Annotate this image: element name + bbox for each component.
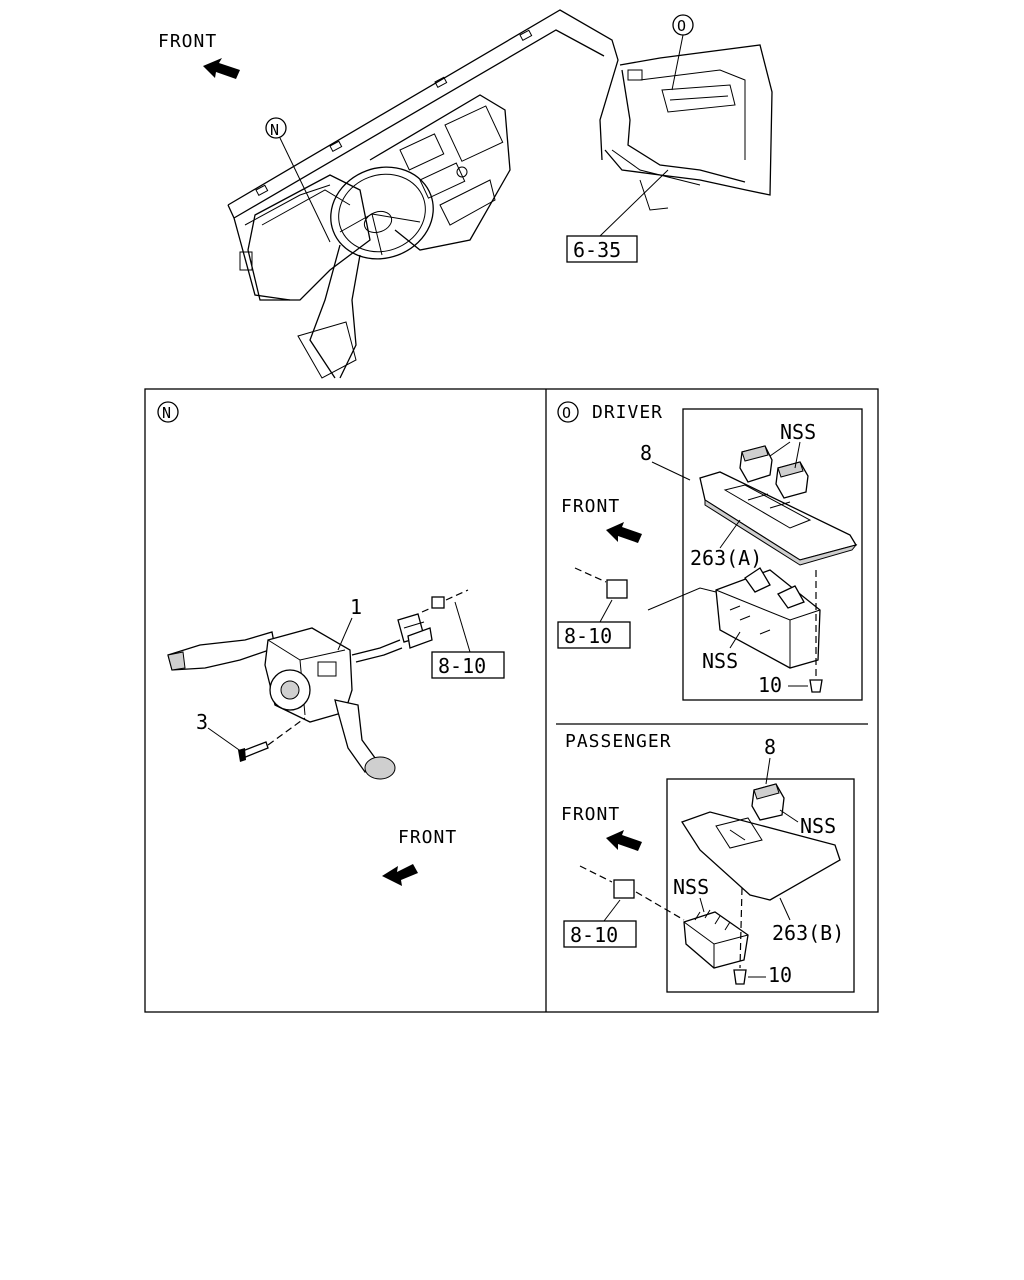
overview-front-label: FRONT — [158, 31, 217, 52]
detail-frame — [144, 388, 879, 1013]
passenger-switch-assembly — [683, 911, 749, 969]
panel-n-front-label: FRONT — [398, 827, 457, 848]
panel-driver-nss-top: NSS — [780, 420, 816, 444]
panel-passenger-part-10: 10 — [768, 963, 792, 987]
overview-ref-6-35: 6-35 — [573, 238, 621, 262]
panel-driver-part-263a: 263(A) — [690, 546, 762, 570]
panel-driver-callout: O — [562, 404, 571, 422]
panel-n-part-3: 3 — [196, 710, 208, 734]
panel-n-ref-8-10: 8-10 — [438, 654, 486, 678]
overview-front-arrow-icon — [203, 58, 240, 79]
panel-n-front-arrow-icon — [382, 864, 418, 886]
passenger-inset-box — [666, 778, 855, 993]
ref-box-8-10-n — [431, 651, 505, 679]
panel-passenger-title: PASSENGER — [565, 731, 672, 752]
panel-passenger-front-label: FRONT — [561, 804, 620, 825]
panel-driver-part-8: 8 — [640, 441, 652, 465]
panel-passenger: PASSENGER 8 NSS 263(B) NSS 10 8-10 FR — [561, 731, 855, 993]
panel-passenger-nss-right: NSS — [800, 814, 836, 838]
overview-callout-n: N — [270, 121, 279, 139]
panel-driver-title: DRIVER — [592, 402, 663, 423]
panel-n-part-1: 1 — [350, 595, 362, 619]
panel-passenger-part-8: 8 — [764, 735, 776, 759]
panel-driver-part-10: 10 — [758, 673, 782, 697]
ref-box-6-35 — [566, 235, 638, 263]
panel-passenger-nss-left: NSS — [673, 875, 709, 899]
panel-driver: O DRIVER NSS 8 263(A) NSS 10 — [557, 401, 863, 701]
overview-callout-o: O — [677, 17, 686, 35]
panel-passenger-front-arrow-icon — [606, 830, 642, 851]
panel-n-callout: N — [162, 404, 171, 422]
panel-driver-front-label: FRONT — [561, 496, 620, 517]
panel-driver-nss-bottom: NSS — [702, 649, 738, 673]
panel-driver-ref-8-10: 8-10 — [564, 624, 612, 648]
panel-driver-front-arrow-icon — [606, 522, 642, 543]
overview-illustration: FRONT — [158, 9, 773, 379]
driver-inset-box — [682, 408, 863, 701]
panel-passenger-part-263b: 263(B) — [772, 921, 844, 945]
panel-n: N 1 3 8-10 FRONT — [157, 401, 505, 886]
ref-box-8-10-driver — [557, 621, 631, 649]
ref-box-8-10-passenger — [563, 920, 637, 948]
panel-passenger-ref-8-10: 8-10 — [570, 923, 618, 947]
